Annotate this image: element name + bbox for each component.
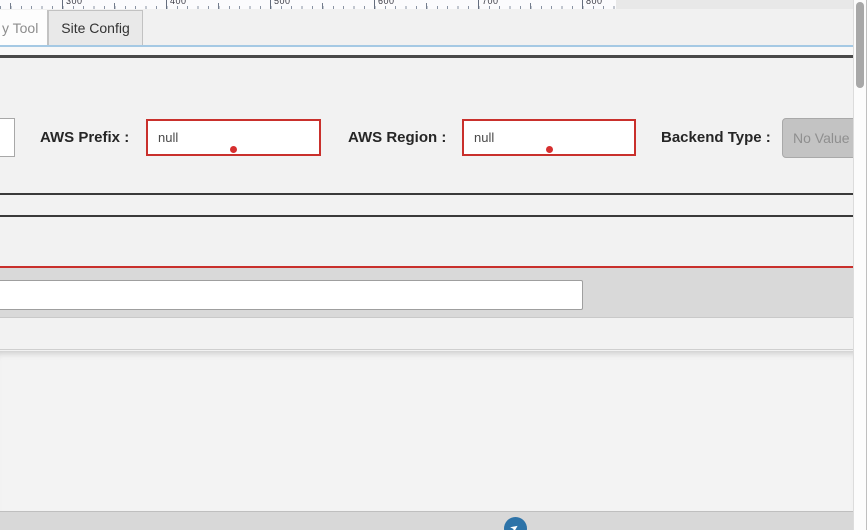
ruler-tick [530, 3, 531, 9]
ruler-tick [322, 3, 323, 9]
ruler-tick [10, 3, 11, 9]
section-divider-thick [0, 55, 853, 58]
ruler-label: 800 [586, 0, 603, 6]
tab-site-config-label: Site Config [61, 20, 130, 36]
ruler-tick [426, 3, 427, 9]
tab-bar: y Tool Site Config [0, 9, 853, 45]
footer-action-button[interactable]: ➤ [504, 517, 527, 530]
light-strip [0, 47, 853, 55]
send-icon: ➤ [508, 521, 522, 530]
ruler-tick [218, 3, 219, 9]
lower-panel [0, 351, 853, 511]
tabbar-accent-line [0, 45, 853, 47]
ruler-minor-ticks [0, 6, 616, 9]
section-divider [0, 193, 853, 195]
backend-type-value-button[interactable]: No Value [782, 118, 858, 158]
horizontal-ruler: 300 400 500 600 700 800 [0, 0, 616, 9]
tab-tool[interactable]: y Tool [0, 10, 48, 45]
ruler-tick-major [270, 0, 271, 9]
ruler-label: 600 [378, 0, 395, 6]
light-band [0, 319, 853, 350]
tab-tool-label: y Tool [2, 19, 39, 36]
ruler-label: 500 [274, 0, 291, 6]
footer-band [0, 511, 853, 530]
vertical-scrollbar[interactable] [853, 0, 867, 530]
ruler-tick-major [478, 0, 479, 9]
ruler-right-filler [616, 0, 853, 9]
ruler-label: 300 [66, 0, 83, 6]
ruler-tick [114, 3, 115, 9]
aws-region-label: AWS Region : [348, 129, 447, 146]
tab-site-config[interactable]: Site Config [48, 10, 143, 45]
ruler-label: 400 [170, 0, 187, 6]
ruler-tick-major [62, 0, 63, 9]
backend-type-value-label: No Value [793, 130, 850, 146]
ruler-tick-major [374, 0, 375, 9]
scrollbar-thumb[interactable] [856, 2, 864, 88]
cropped-left-input[interactable] [0, 118, 15, 157]
ruler-tick-major [166, 0, 167, 9]
ruler-label: 700 [482, 0, 499, 6]
validation-error-dot [546, 146, 553, 153]
aws-prefix-label: AWS Prefix : [40, 129, 130, 146]
red-divider [0, 266, 853, 268]
validation-error-dot [230, 146, 237, 153]
backend-type-label: Backend Type : [661, 129, 771, 146]
ruler-tick-major [582, 0, 583, 9]
bottom-text-input[interactable] [0, 280, 583, 310]
section-divider [0, 215, 853, 217]
